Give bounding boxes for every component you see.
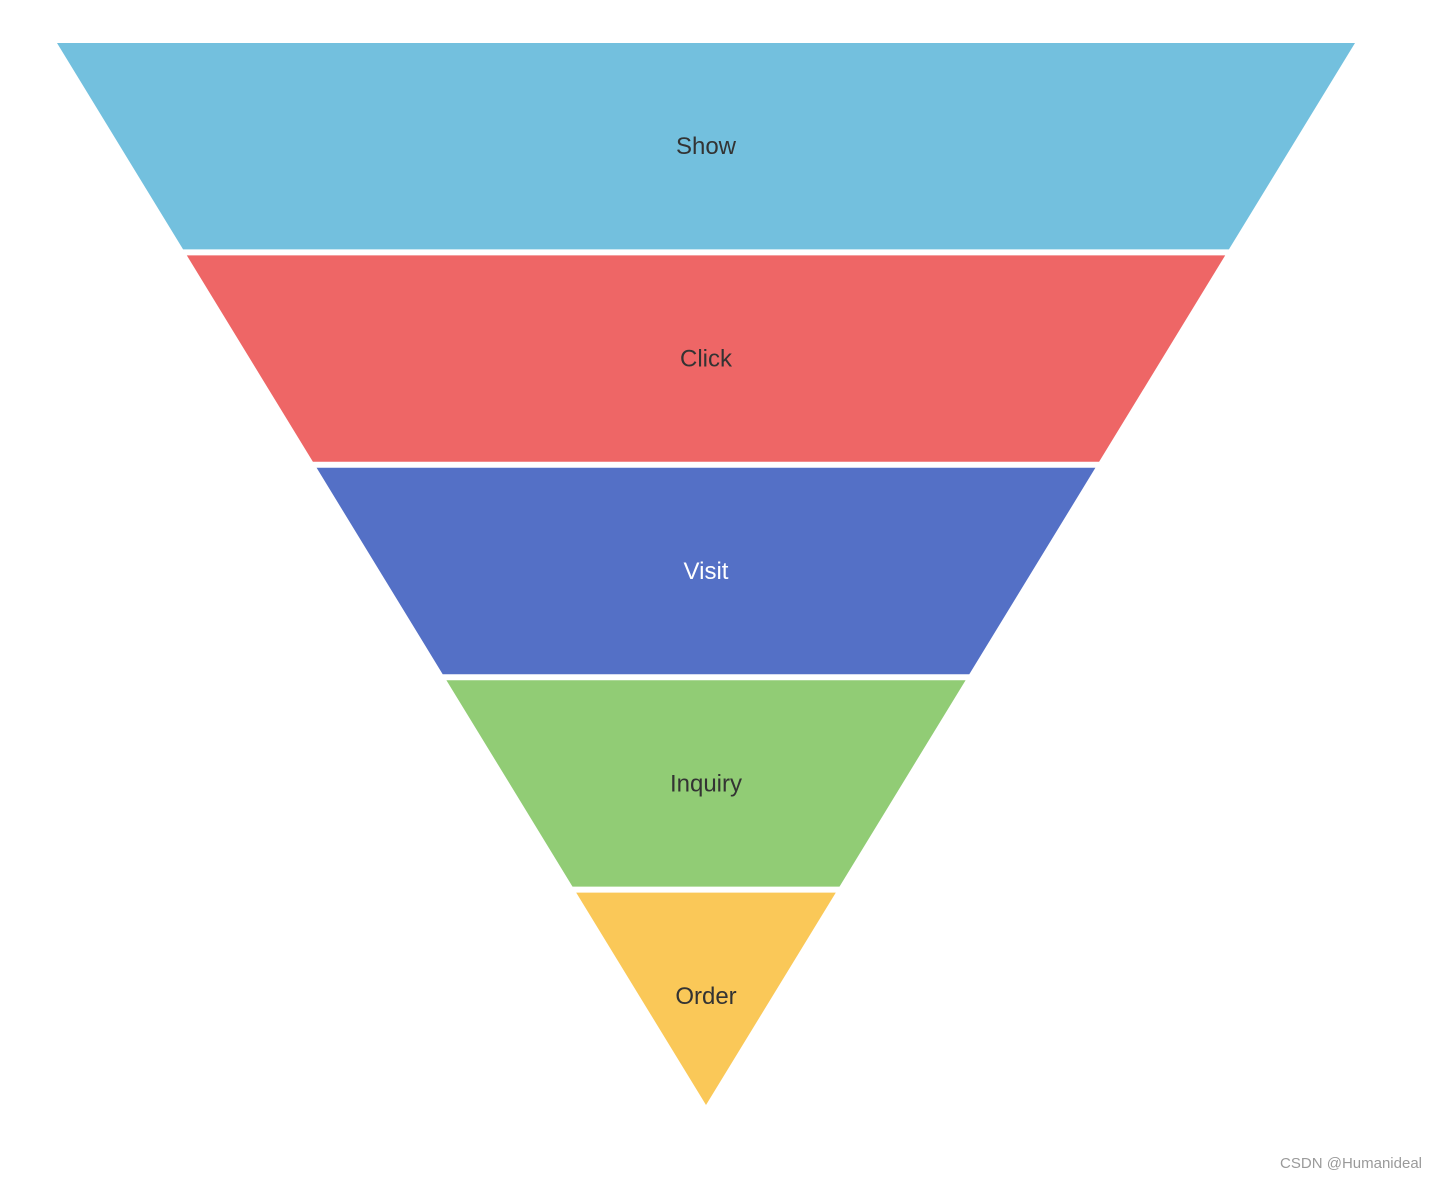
funnel-label-inquiry: Inquiry bbox=[670, 770, 742, 797]
funnel-segment-show[interactable] bbox=[57, 43, 1355, 250]
funnel-label-order: Order bbox=[675, 983, 736, 1010]
funnel-segment-visit[interactable] bbox=[316, 467, 1096, 675]
funnel-label-click: Click bbox=[680, 346, 733, 373]
funnel-segment-click[interactable] bbox=[186, 255, 1226, 462]
watermark-text: CSDN @Humanideal bbox=[1280, 1155, 1422, 1172]
funnel-label-visit: Visit bbox=[684, 558, 729, 585]
funnel-segments bbox=[57, 43, 1355, 1105]
funnel-label-show: Show bbox=[676, 133, 737, 160]
funnel-segment-order[interactable] bbox=[576, 892, 836, 1105]
funnel-segment-inquiry[interactable] bbox=[446, 680, 966, 887]
